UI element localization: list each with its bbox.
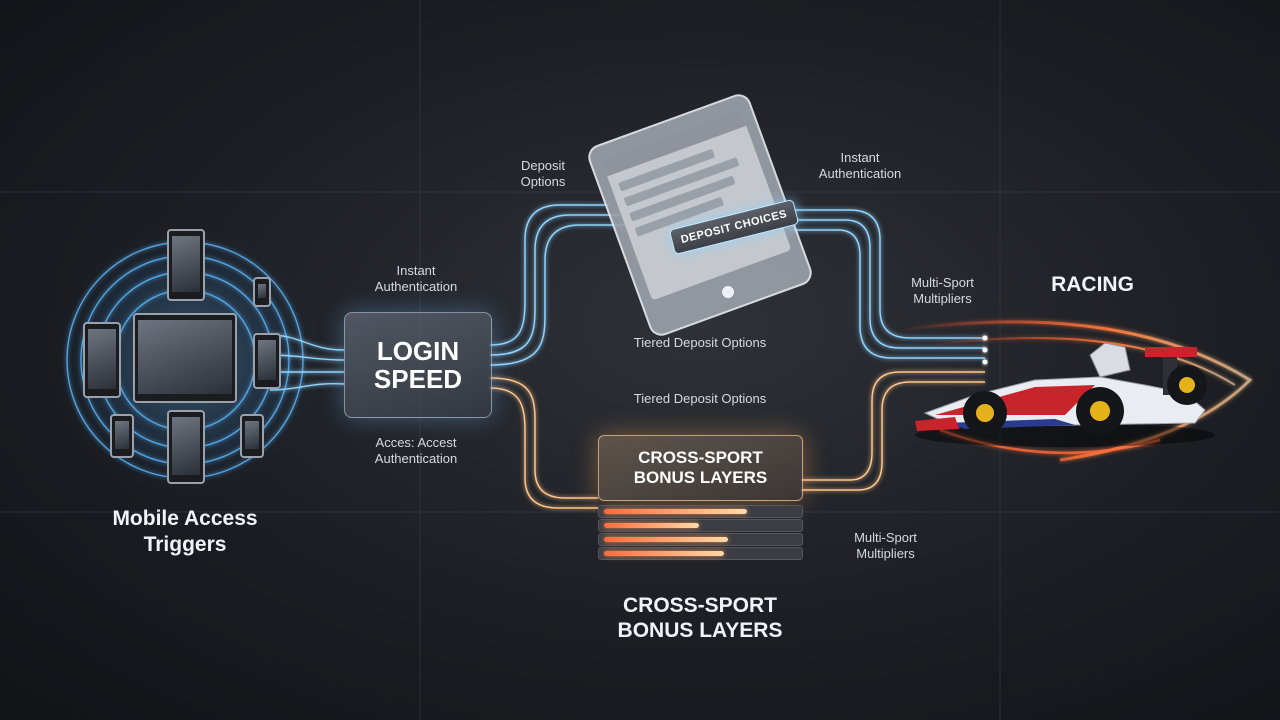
- cross-sport-caption: CROSS-SPORT BONUS LAYERS: [617, 594, 783, 642]
- phone-icon-bottom: [167, 410, 205, 484]
- bonus-bar-3: [598, 533, 803, 546]
- tablet-icon: [133, 313, 237, 403]
- race-car: [915, 342, 1215, 447]
- mobile-access-title: Mobile Access Triggers: [112, 507, 258, 556]
- bonus-bar-fill: [604, 509, 747, 514]
- login-speed-hub: LOGIN SPEED: [344, 312, 492, 418]
- racing-streaks: [899, 320, 1253, 462]
- login-speed-label: LOGIN SPEED: [373, 336, 463, 394]
- bonus-bar-fill: [604, 551, 724, 556]
- phone-icon-left: [83, 322, 121, 398]
- phone-icon-small-br: [240, 414, 264, 458]
- bonus-bar-2: [598, 519, 803, 532]
- cross-sport-bonus-box: CROSS-SPORT BONUS LAYERS: [598, 435, 803, 501]
- bonus-bar-fill: [604, 523, 699, 528]
- bonus-bar-1: [598, 505, 803, 518]
- phone-icon-top: [167, 229, 205, 301]
- phone-icon-small-tr: [253, 277, 271, 307]
- bonus-bar-4: [598, 547, 803, 560]
- phone-icon-small-bl: [110, 414, 134, 458]
- phone-icon-right: [253, 333, 281, 389]
- racing-title: RACING: [1051, 273, 1134, 296]
- label-tiered-deposit-2: Tiered Deposit Options: [633, 391, 767, 406]
- bonus-bar-fill: [604, 537, 728, 542]
- label-tiered-deposit-1: Tiered Deposit Options: [633, 335, 767, 350]
- deposit-phone: [588, 94, 812, 336]
- cross-sport-bonus-label: CROSS-SPORT BONUS LAYERS: [633, 448, 768, 487]
